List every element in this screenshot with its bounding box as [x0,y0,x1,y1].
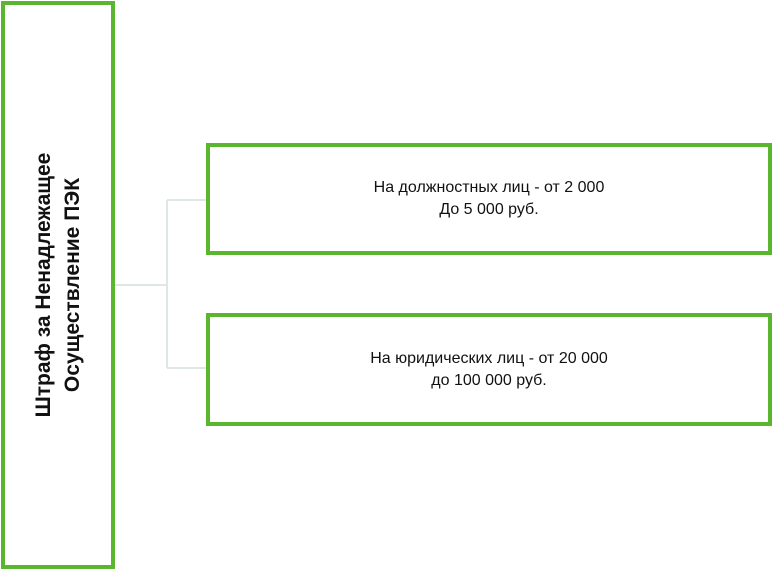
branch-node-legal-entities: На юридических лиц - от 20 000 до 100 00… [206,313,772,426]
branch-node-officials-line-2: До 5 000 руб. [439,201,539,218]
branch-node-legal-entities-line-2: до 100 000 руб. [431,371,547,389]
root-node-title: Штраф за Ненадлежащее Осуществление ПЭК [29,153,87,418]
root-title-line-2: Осуществление ПЭК [61,177,84,393]
branch-node-officials: На должностных лиц - от 2 000 До 5 000 р… [206,143,772,255]
root-node [1,1,115,569]
root-title-line-1: Штраф за Ненадлежащее [32,152,55,418]
branch-node-officials-line-1: На должностных лиц - от 2 000 [373,179,605,196]
branch-node-legal-entities-line-1: На юридических лиц - от 20 000 [370,349,608,367]
